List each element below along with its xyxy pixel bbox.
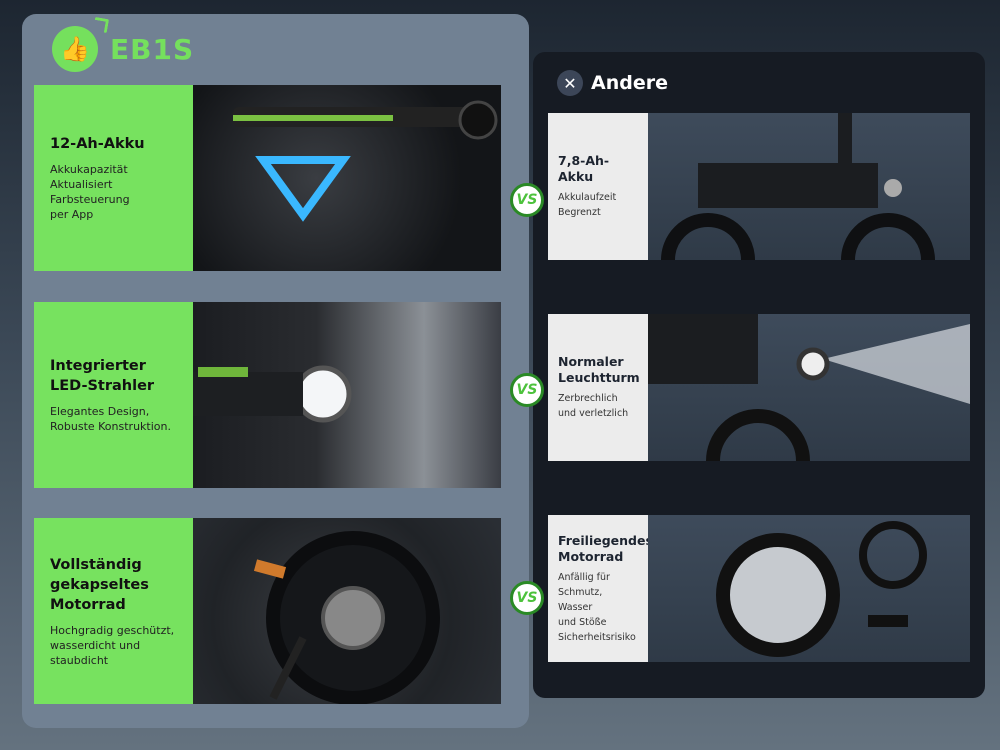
feature-desc: Elegantes Design,Robuste Konstruktion. xyxy=(50,405,171,433)
vs-badge: VS xyxy=(510,183,544,217)
vs-badge: VS xyxy=(510,373,544,407)
brand-name: EB1S xyxy=(110,32,195,66)
close-icon: ✕ xyxy=(557,70,583,96)
feature-title: Normaler Leuchtturm xyxy=(558,354,640,385)
motor-photo xyxy=(193,518,501,704)
eb1s-header: 👍 EB1S xyxy=(52,16,195,72)
light-photo xyxy=(193,302,501,488)
other-battery-photo xyxy=(648,113,970,260)
vs-badge: VS xyxy=(510,581,544,615)
others-title: Andere xyxy=(591,72,668,94)
feature-light: Integrierter LED-Strahler Elegantes Desi… xyxy=(34,302,501,488)
thumbs-up-icon: 👍 xyxy=(52,16,110,72)
feature-title: Vollständig gekapseltes Motorrad xyxy=(50,556,149,613)
other-motor-photo xyxy=(648,515,970,662)
feature-title: Freiliegendes Motorrad xyxy=(558,532,653,564)
other-light-photo xyxy=(648,314,970,461)
feature-motor: Vollständig gekapseltes Motorrad Hochgra… xyxy=(34,518,501,704)
feature-title: 12-Ah-Akku xyxy=(50,136,145,152)
others-header: ✕ Andere xyxy=(557,70,668,96)
feature-title: 7,8-Ah-Akku xyxy=(558,153,610,184)
feature-title: Integrierter LED-Strahler xyxy=(50,358,155,394)
battery-photo xyxy=(193,85,501,271)
